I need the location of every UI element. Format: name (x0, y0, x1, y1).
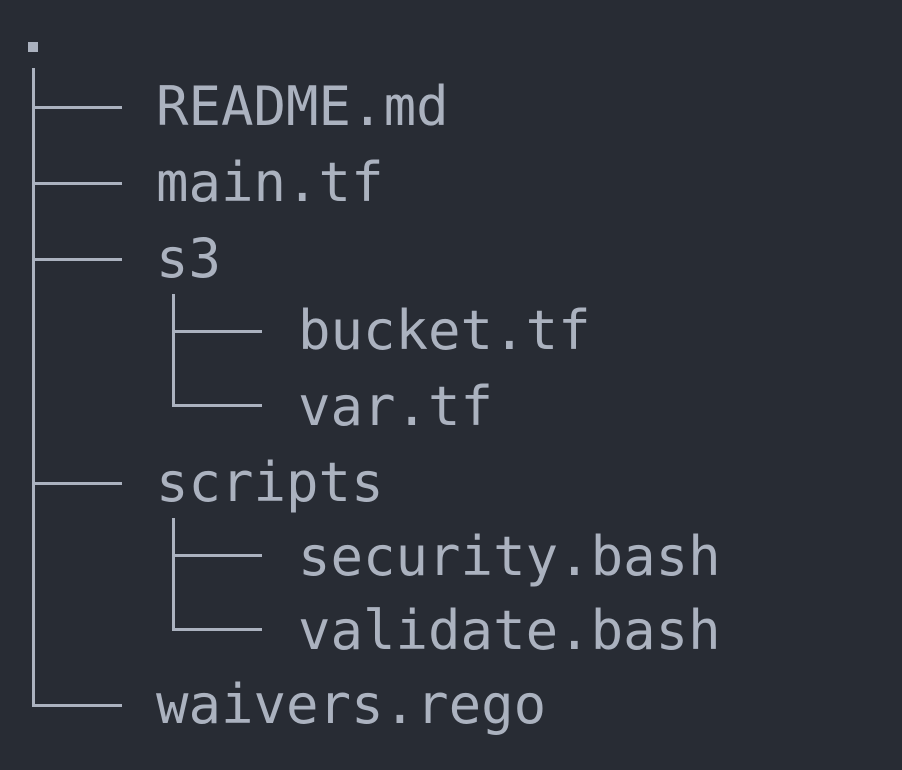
tree-item-main[interactable]: main.tf (156, 151, 384, 214)
branch-waivers (32, 704, 122, 707)
branch-s3 (32, 258, 122, 261)
branch-main (32, 182, 122, 185)
tree-item-validate[interactable]: validate.bash (298, 599, 721, 662)
branch-var (172, 404, 262, 407)
tree-trunk-scripts (172, 518, 175, 630)
tree-trunk-s3 (172, 294, 175, 406)
branch-readme (32, 106, 122, 109)
branch-security (172, 554, 262, 557)
tree-item-waivers[interactable]: waivers.rego (156, 673, 547, 736)
branch-validate (172, 628, 262, 631)
branch-bucket (172, 330, 262, 333)
tree-item-scripts[interactable]: scripts (156, 451, 384, 514)
tree-item-var[interactable]: var.tf (298, 375, 494, 438)
tree-item-security[interactable]: security.bash (298, 525, 721, 588)
tree-item-readme[interactable]: README.md (156, 75, 449, 138)
tree-root (28, 42, 38, 52)
tree-item-s3[interactable]: s3 (156, 227, 222, 290)
tree-trunk-root (32, 68, 35, 706)
branch-scripts (32, 482, 122, 485)
tree-item-bucket[interactable]: bucket.tf (298, 299, 591, 362)
